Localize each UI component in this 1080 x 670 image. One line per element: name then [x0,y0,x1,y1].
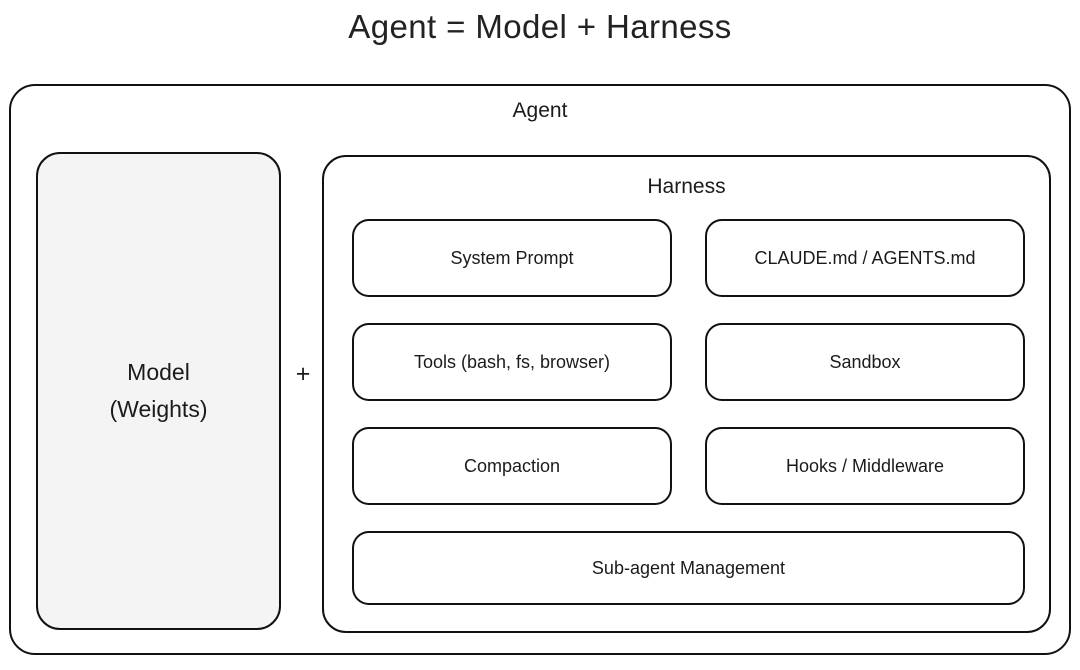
plus-operator: + [295,360,311,388]
harness-row: Sub-agent Management [352,531,1025,605]
harness-container: Harness System Prompt CLAUDE.md / AGENTS… [322,155,1051,633]
harness-row: Tools (bash, fs, browser) Sandbox [352,323,1025,401]
harness-card-system-prompt: System Prompt [352,219,672,297]
harness-row: System Prompt CLAUDE.md / AGENTS.md [352,219,1025,297]
harness-card-sandbox: Sandbox [705,323,1025,401]
harness-card-hooks-middleware: Hooks / Middleware [705,427,1025,505]
agent-label: Agent [512,99,568,122]
harness-card-compaction: Compaction [352,427,672,505]
harness-card-sub-agent-management: Sub-agent Management [352,531,1025,605]
model-box: Model (Weights) [36,152,281,630]
harness-row: Compaction Hooks / Middleware [352,427,1025,505]
harness-card-claude-md: CLAUDE.md / AGENTS.md [705,219,1025,297]
page-title: Agent = Model + Harness [348,8,732,45]
harness-card-tools: Tools (bash, fs, browser) [352,323,672,401]
model-name: Model [127,359,190,385]
model-qualifier: (Weights) [109,396,208,422]
harness-component-grid: System Prompt CLAUDE.md / AGENTS.md Tool… [352,219,1025,605]
harness-label: Harness [647,175,726,198]
